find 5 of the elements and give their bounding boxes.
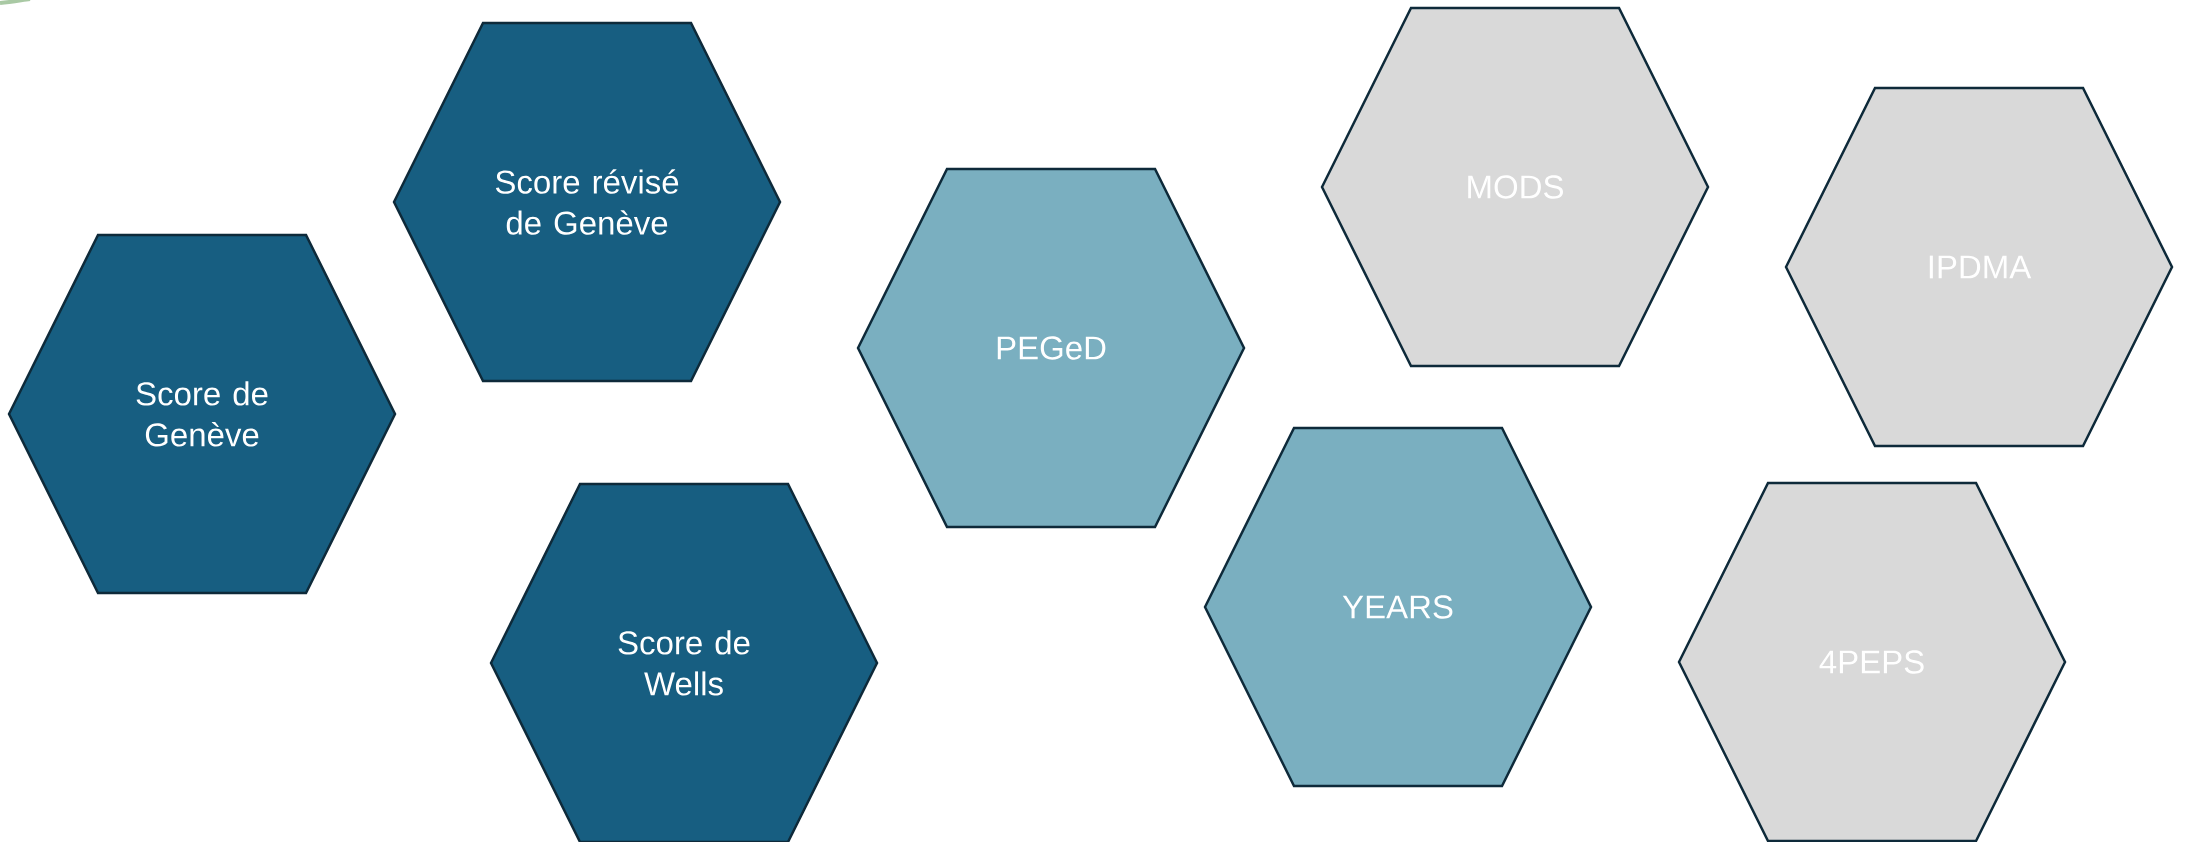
- hexagon: PEGeD: [856, 167, 1246, 529]
- hexagon: Score de Wells: [489, 482, 879, 842]
- hexagon: Score de Genève: [7, 233, 397, 595]
- hexagon: Score révisé de Genève: [392, 21, 782, 383]
- hexagon: YEARS: [1203, 426, 1593, 788]
